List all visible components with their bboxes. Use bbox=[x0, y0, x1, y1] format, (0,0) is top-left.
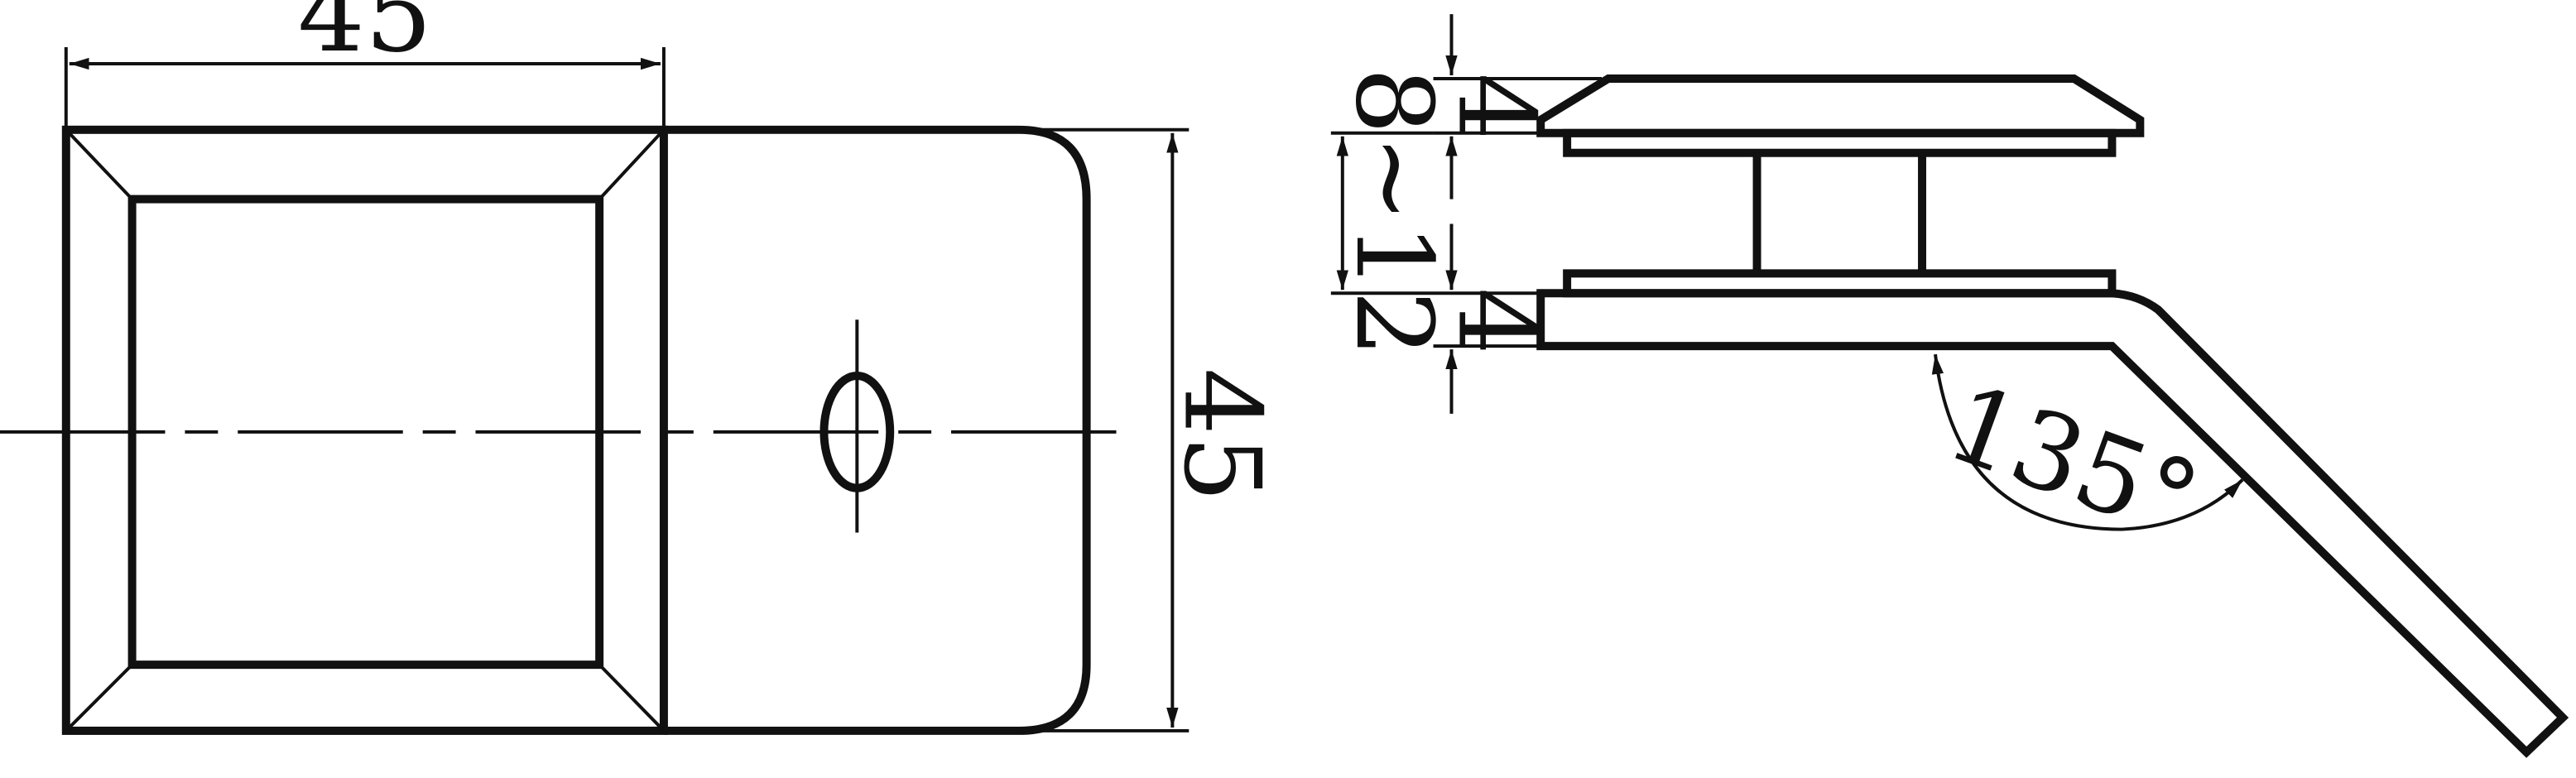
top-clamp-pad bbox=[1563, 128, 2117, 157]
dimension-glass-range-label: 8~12 bbox=[1332, 67, 1455, 358]
dimension-width: 45 bbox=[64, 0, 666, 130]
dimension-top-plate-label: 4 bbox=[1434, 73, 1557, 140]
bevel-corners bbox=[65, 128, 666, 732]
dimension-width-label: 45 bbox=[298, 0, 432, 76]
side-view: 4 8~12 4 135° bbox=[1330, 14, 2569, 758]
front-view: 45 45 bbox=[0, 0, 1283, 735]
bottom-bent-plate bbox=[1536, 289, 2569, 758]
dimension-height-label: 45 bbox=[1160, 368, 1283, 502]
vertical-dimension-stack: 4 8~12 4 bbox=[1330, 14, 1603, 414]
angle-dimension: 135° bbox=[1931, 353, 2244, 564]
dimension-bottom-plate-label: 4 bbox=[1434, 288, 1557, 355]
dimension-height: 45 bbox=[1018, 127, 1283, 732]
top-cap-plate bbox=[1536, 74, 2145, 137]
angle-dimension-label: 135° bbox=[1933, 361, 2214, 564]
